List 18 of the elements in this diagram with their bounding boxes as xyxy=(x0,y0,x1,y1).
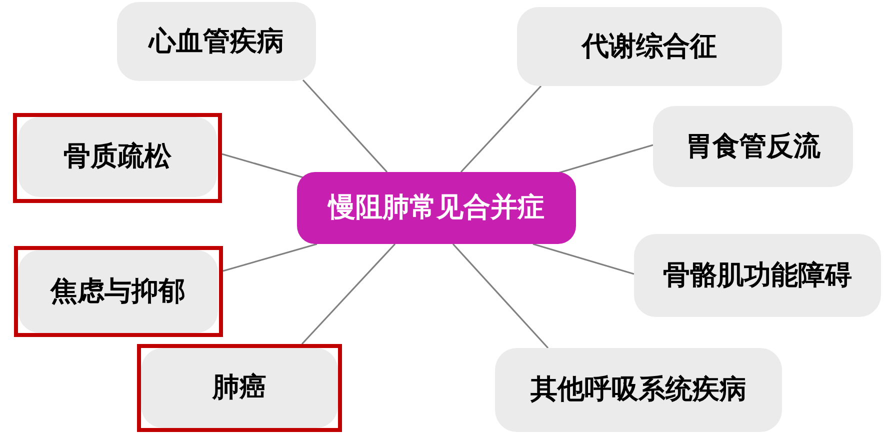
topic-box: 胃食管反流 xyxy=(653,106,853,187)
connector-line xyxy=(452,243,549,349)
connector-line xyxy=(302,79,388,173)
highlight-frame xyxy=(13,113,222,203)
connector-line xyxy=(222,153,306,179)
connector-line xyxy=(301,243,396,345)
connector-line xyxy=(222,243,318,272)
topic-box: 骨骼肌功能障碍 xyxy=(634,234,881,317)
connector-line xyxy=(532,243,634,275)
topic-box: 其他呼吸系统疾病 xyxy=(495,348,782,432)
topic-box: 代谢综合征 xyxy=(517,7,782,86)
connector-line xyxy=(460,85,542,173)
topic-box: 骨质疏松 xyxy=(18,117,217,197)
connector-line xyxy=(558,144,654,174)
central-topic-box: 慢阻肺常见合并症 xyxy=(297,172,576,244)
topic-box: 焦虑与抑郁 xyxy=(18,250,218,333)
topic-box: 心血管疾病 xyxy=(117,2,316,81)
topic-box: 肺癌 xyxy=(141,348,338,428)
